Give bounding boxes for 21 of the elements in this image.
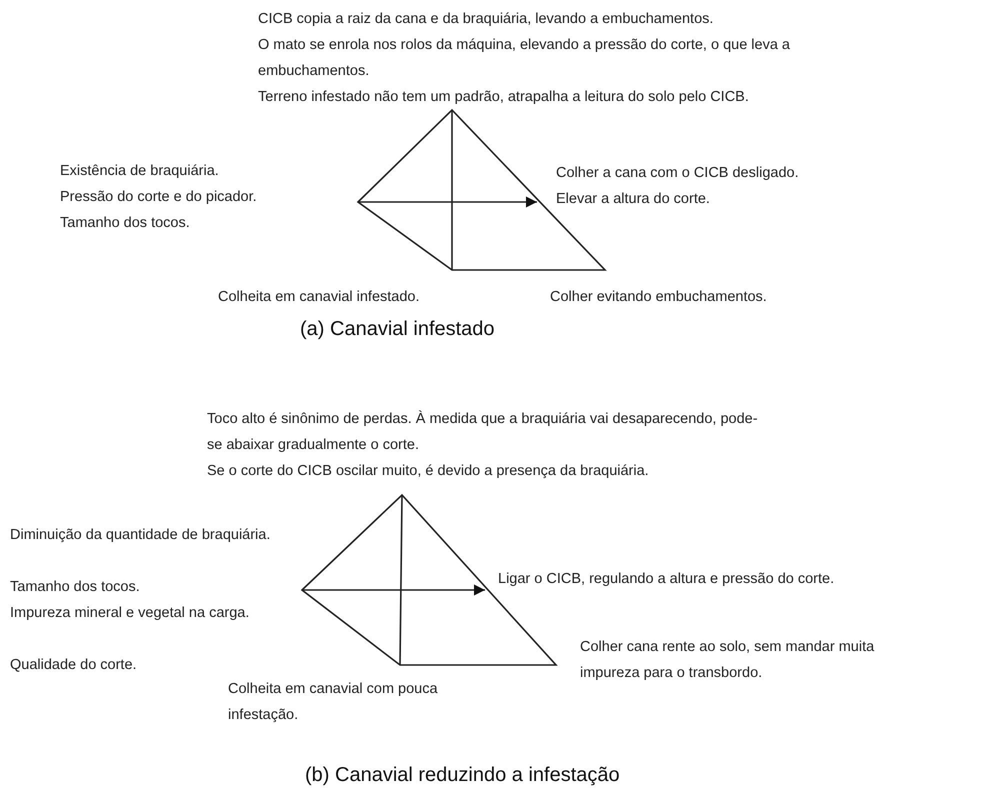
note-text: Toco alto é sinônimo de perdas. À medida que a braquiária vai desaparecendo, pode-se abaixar gradualmente o corte. <box>207 409 759 455</box>
element-text: Pressão do corte e do picador. <box>60 188 257 207</box>
element-text: Colheita em canavial com pouca infestação. <box>228 680 439 725</box>
element-text: Colher a cana com o CICB desligado. <box>556 164 799 183</box>
element-text: Diminuição da quantidade de braquiária. <box>10 526 270 545</box>
note-text: Se o corte do CICB oscilar muito, é devido a presença da braquiária. <box>207 462 649 481</box>
element-text: Qualidade do corte. <box>10 656 137 675</box>
figure-caption: (a) Canavial infestado <box>300 317 495 342</box>
figure-caption: (b) Canavial reduzindo a infestação <box>305 763 620 788</box>
element-text: Colher cana rente ao solo, sem mandar muita impureza para o transbordo. <box>580 638 876 683</box>
element-text: Elevar a altura do corte. <box>556 190 710 209</box>
note-text: Terreno infestado não tem um padrão, atrapalha a leitura do solo pelo CICB. <box>258 88 749 107</box>
note-text: O mato se enrola nos rolos da máquina, elevando a pressão do corte, o que leva a embuchamentos. <box>258 36 791 81</box>
element-text: Tamanho dos tocos. <box>60 214 190 233</box>
element-text: Ligar o CICB, regulando a altura e pressão do corte. <box>498 570 834 589</box>
element-text: Tamanho dos tocos. <box>10 578 140 597</box>
element-text: Colheita em canavial infestado. <box>218 288 420 307</box>
element-text: Existência de braquiária. <box>60 162 219 181</box>
element-text: Colher evitando embuchamentos. <box>550 288 767 307</box>
element-text: Impureza mineral e vegetal na carga. <box>10 604 250 623</box>
note-text: CICB copia a raiz da cana e da braquiária, levando a embuchamentos. <box>258 10 714 29</box>
